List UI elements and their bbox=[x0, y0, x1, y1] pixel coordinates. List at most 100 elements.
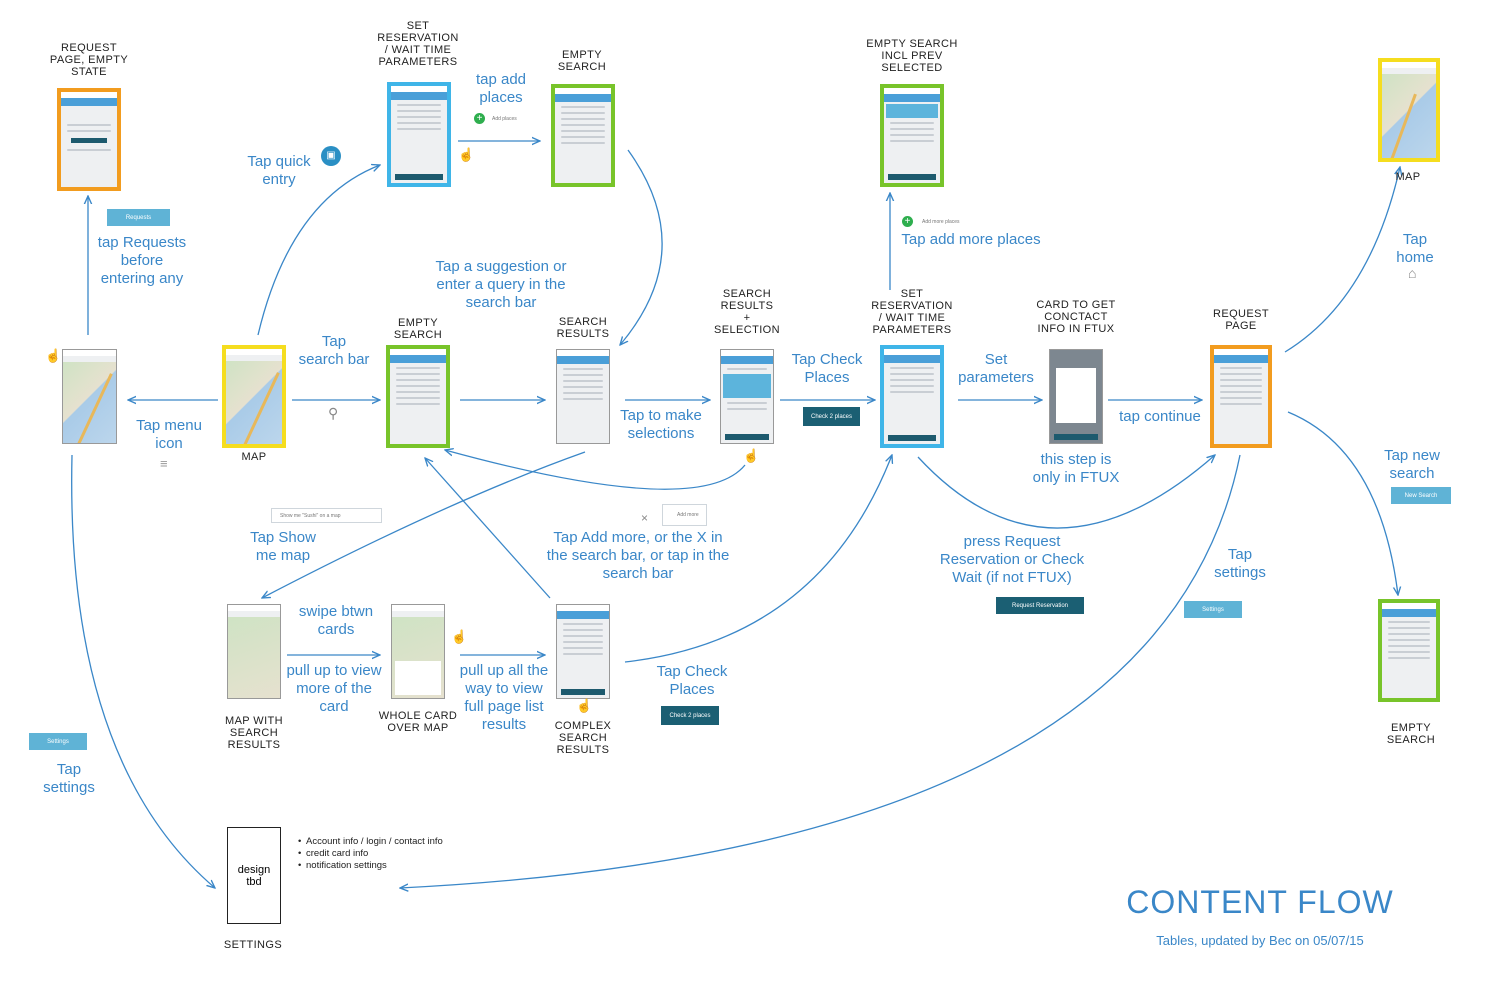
label-tap-check-places: Tap Check Places bbox=[791, 351, 863, 386]
caption-complex-results: COMPLEX SEARCH RESULTS bbox=[554, 720, 612, 756]
caption-empty-search-top: EMPTY SEARCH bbox=[557, 49, 607, 73]
requests-button[interactable]: Requests bbox=[107, 209, 170, 226]
list-item: notification settings bbox=[298, 860, 443, 872]
request-reservation-button[interactable]: Request Reservation bbox=[996, 597, 1084, 614]
settings-button-right[interactable]: Settings bbox=[1184, 601, 1242, 618]
label-tap-check-places-bottom: Tap Check Places bbox=[656, 663, 728, 698]
caption-set-reservation-top: SET RESERVATION / WAIT TIME PARAMETERS bbox=[377, 20, 459, 68]
arrow-to-map-with-results bbox=[262, 451, 586, 598]
label-ftux-only: this step is only in FTUX bbox=[1032, 451, 1120, 486]
menu-icon: ≡ bbox=[160, 456, 168, 471]
screen-search-results bbox=[556, 349, 610, 444]
caption-map-with-results: MAP WITH SEARCH RESULTS bbox=[225, 715, 283, 751]
label-set-parameters: Set parameters bbox=[958, 351, 1034, 386]
caption-set-reservation-mid: SET RESERVATION / WAIT TIME PARAMETERS bbox=[871, 288, 953, 336]
label-tap-add-places: tap add places bbox=[475, 71, 527, 106]
diagram-title: CONTENT FLOW bbox=[1126, 884, 1394, 920]
add-more-places-label: Add more places bbox=[922, 219, 960, 225]
label-tap-new-search: Tap new search bbox=[1384, 447, 1440, 482]
arrow-back-to-empty-search bbox=[445, 450, 746, 490]
arrow-complex-to-empty-search bbox=[425, 458, 551, 599]
hand-pointer-icon: ☝ bbox=[576, 698, 593, 713]
caption-map-center: MAP bbox=[241, 451, 267, 463]
hand-pointer-icon: ☝ bbox=[743, 448, 760, 463]
arrow-to-map-top-right bbox=[1284, 167, 1400, 353]
add-places-label: Add places bbox=[492, 116, 517, 122]
label-tap-suggestion: Tap a suggestion or enter a query in the… bbox=[435, 258, 567, 311]
arrow-to-quick-entry bbox=[257, 165, 380, 336]
screen-map-with-results bbox=[227, 604, 281, 699]
label-tap-requests: tap Requests before entering any bbox=[97, 234, 187, 287]
new-search-button[interactable]: New Search bbox=[1391, 487, 1451, 504]
add-more-chip[interactable]: Add more bbox=[662, 504, 707, 526]
screen-map-left bbox=[62, 349, 117, 444]
add-more-places-chip[interactable]: + Add more places bbox=[900, 215, 1000, 229]
show-map-chip[interactable]: Show me "Sushi" on a map bbox=[271, 508, 382, 523]
label-tap-show-map: Tap Show me map bbox=[250, 529, 316, 564]
caption-empty-search-prev: EMPTY SEARCH INCL PREV SELECTED bbox=[866, 38, 958, 74]
screen-search-results-selection bbox=[720, 349, 774, 444]
screen-request-page bbox=[1210, 345, 1272, 448]
caption-request-empty: REQUEST PAGE, EMPTY STATE bbox=[49, 42, 129, 78]
caption-map-top-right: MAP bbox=[1395, 171, 1421, 183]
label-swipe-cards: swipe btwn cards bbox=[298, 603, 374, 638]
screen-set-reservation-top bbox=[387, 82, 451, 187]
caption-whole-card: WHOLE CARD OVER MAP bbox=[378, 710, 458, 734]
arrow-to-search-results bbox=[620, 149, 663, 345]
arrow-to-empty-search-right bbox=[1287, 411, 1398, 595]
label-tap-settings-right: Tap settings bbox=[1214, 546, 1266, 581]
label-tap-add-more-places: Tap add more places bbox=[901, 231, 1041, 248]
caption-request-page: REQUEST PAGE bbox=[1213, 308, 1269, 332]
quick-entry-icon: ▣ bbox=[321, 146, 341, 166]
search-icon: ⚲ bbox=[328, 405, 339, 421]
caption-empty-search-right: EMPTY SEARCH bbox=[1386, 722, 1436, 746]
label-pull-up-all: pull up all the way to view full page li… bbox=[459, 662, 549, 733]
screen-whole-card bbox=[391, 604, 445, 699]
label-tap-add-more-x: Tap Add more, or the X in the search bar… bbox=[546, 529, 730, 582]
caption-card-contact: CARD TO GET CONCTACT INFO IN FTUX bbox=[1036, 299, 1116, 335]
screen-complex-results bbox=[556, 604, 610, 699]
screen-set-reservation-mid bbox=[880, 345, 944, 448]
check-places-button[interactable]: Check 2 places bbox=[803, 407, 860, 426]
screen-card-contact bbox=[1049, 349, 1103, 444]
label-tap-continue: tap continue bbox=[1119, 408, 1201, 425]
arrow-complex-to-set-reservation bbox=[624, 455, 892, 663]
caption-search-results: SEARCH RESULTS bbox=[556, 316, 610, 340]
label-tap-menu-icon: Tap menu icon bbox=[136, 417, 202, 452]
add-places-chip[interactable]: + Add places bbox=[472, 112, 536, 126]
hand-pointer-icon: ☝ bbox=[458, 147, 475, 162]
caption-empty-search-mid: EMPTY SEARCH bbox=[393, 317, 443, 341]
caption-search-results-selection: SEARCH RESULTS + selection bbox=[714, 288, 780, 336]
arrow-to-settings-right bbox=[400, 454, 1241, 888]
plus-icon: + bbox=[902, 216, 913, 227]
check-places-button-bottom[interactable]: Check 2 places bbox=[661, 706, 719, 725]
arrow-request-to-request-page bbox=[917, 455, 1215, 529]
screen-empty-search-mid bbox=[386, 345, 450, 448]
label-press-request: press Request Reservation or Check Wait … bbox=[939, 533, 1085, 586]
diagram-subtitle: Tables, updated by Bec on 05/07/15 bbox=[1156, 933, 1364, 948]
label-tap-home: Tap home bbox=[1396, 231, 1434, 266]
label-tap-to-make: Tap to make selections bbox=[620, 407, 702, 442]
label-tap-settings-left: Tap settings bbox=[43, 761, 95, 796]
label-pull-up-card: pull up to view more of the card bbox=[286, 662, 382, 715]
screen-empty-search-prev bbox=[880, 84, 944, 187]
caption-settings: SETTINGS bbox=[223, 939, 283, 951]
home-icon: ⌂ bbox=[1408, 265, 1417, 281]
list-item: Account info / login / contact info bbox=[298, 836, 443, 848]
label-tap-search-bar: Tap search bar bbox=[298, 333, 370, 368]
arrow-to-settings-left bbox=[71, 454, 215, 888]
settings-list: Account info / login / contact info cred… bbox=[296, 836, 443, 872]
settings-button-left[interactable]: Settings bbox=[29, 733, 87, 750]
hand-pointer-icon: ☝ bbox=[451, 629, 468, 644]
label-tap-quick-entry: Tap quick entry bbox=[247, 153, 311, 188]
screen-empty-search-top bbox=[551, 84, 615, 187]
list-item: credit card info bbox=[298, 848, 443, 860]
design-tbd-box: design tbd bbox=[227, 827, 281, 924]
close-icon: × bbox=[641, 511, 649, 525]
hand-pointer-icon: ☝ bbox=[45, 348, 62, 363]
screen-map-top-right bbox=[1378, 58, 1440, 162]
screen-request-empty bbox=[57, 88, 121, 191]
screen-map-center bbox=[222, 345, 286, 448]
plus-icon: + bbox=[474, 113, 485, 124]
